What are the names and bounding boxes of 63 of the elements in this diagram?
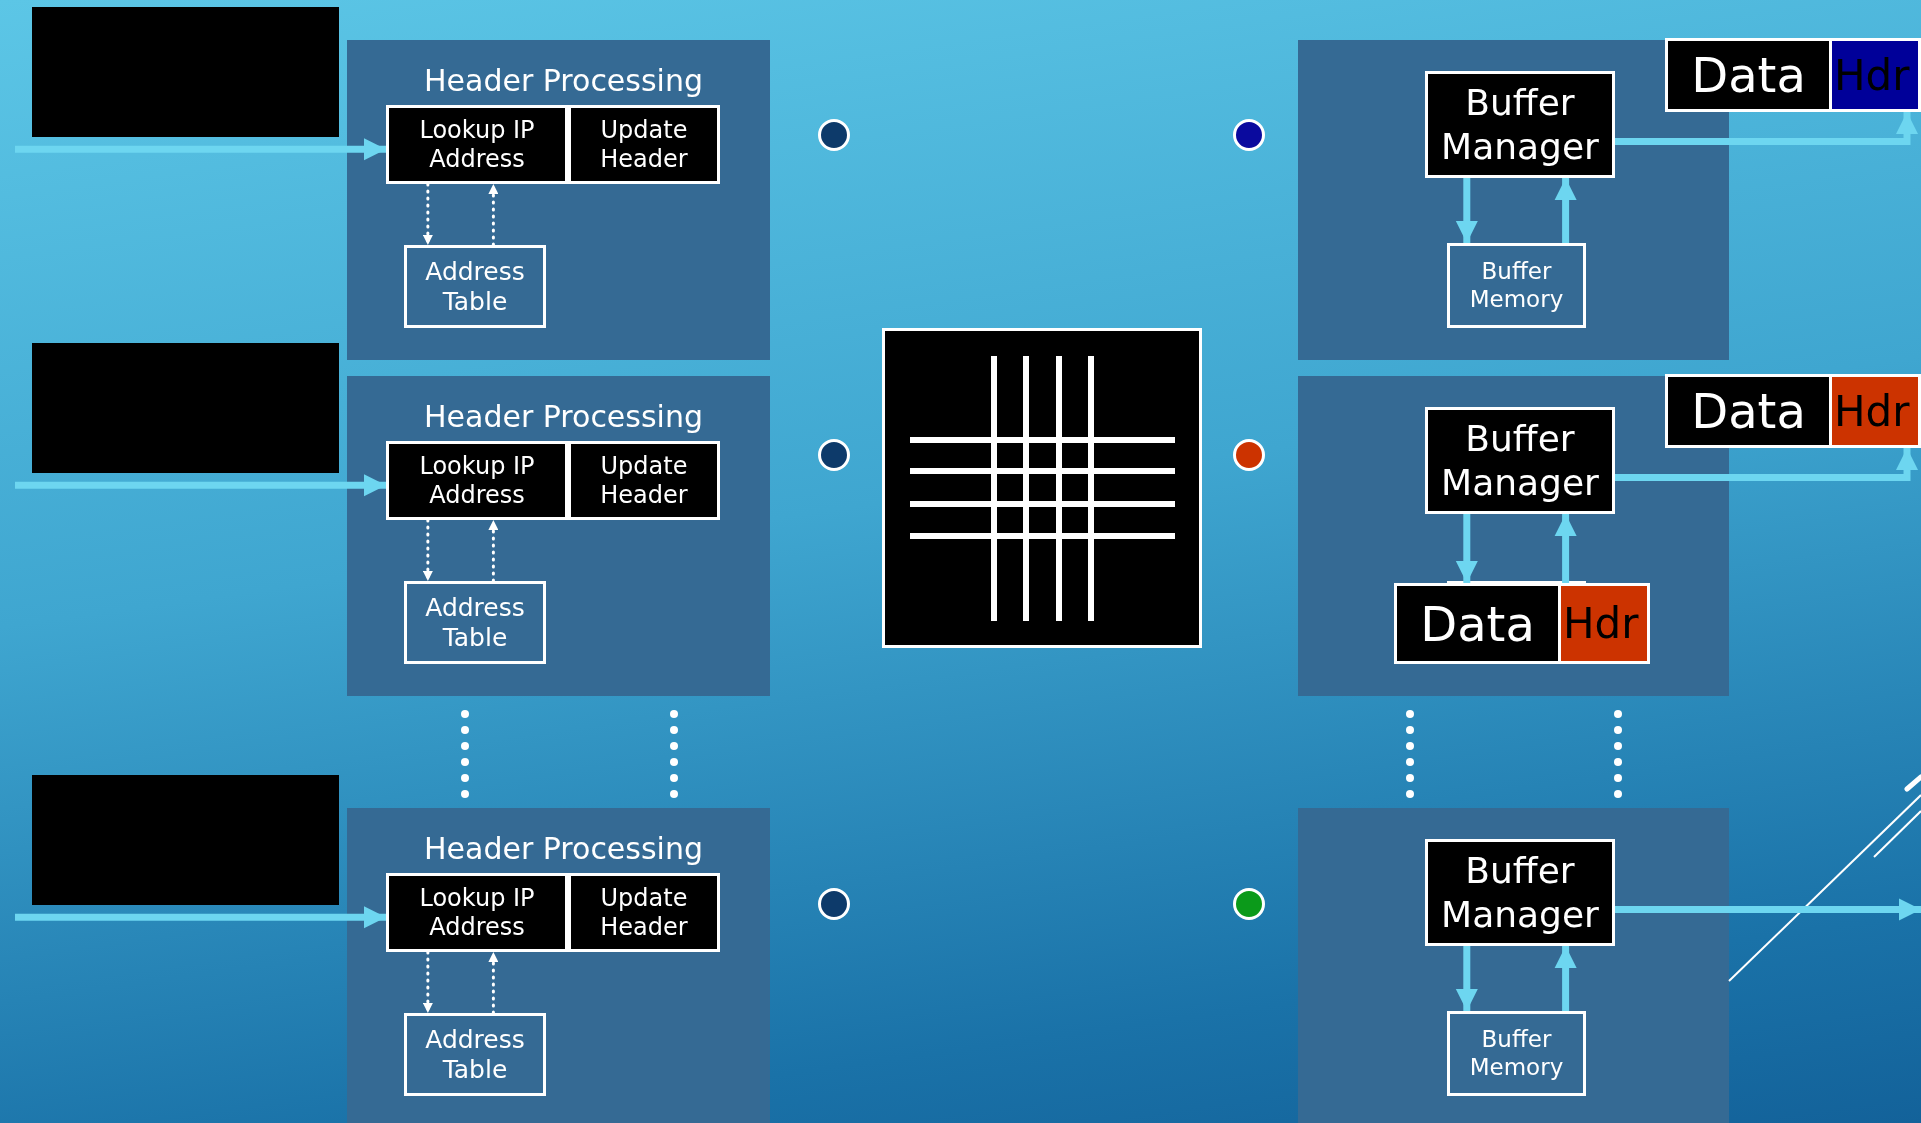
storage-box — [1447, 1011, 1586, 1096]
circle-marker — [1233, 119, 1265, 151]
packet-header-field: Hdr — [1561, 586, 1647, 661]
circle-marker — [1233, 439, 1265, 471]
panel-title: Header Processing — [423, 398, 704, 436]
dotted-arrow — [422, 518, 433, 583]
process-box — [568, 441, 720, 520]
module-panel — [347, 40, 770, 360]
process-box — [568, 105, 720, 184]
manager-box — [1425, 407, 1615, 514]
storage-box — [1447, 243, 1586, 328]
dotted-arrow — [422, 182, 433, 247]
box-label: Buffer Memory — [1468, 257, 1565, 314]
storage-box — [404, 1013, 546, 1096]
dotted-arrow — [422, 950, 433, 1015]
dotted-arrow — [488, 950, 499, 1015]
box-label: Buffer Manager — [1440, 849, 1600, 936]
box-label: Address Table — [424, 1024, 526, 1085]
circle-marker — [818, 439, 850, 471]
dotted-arrow — [488, 182, 499, 247]
circle-marker — [1233, 888, 1265, 920]
module-panel — [1298, 808, 1729, 1123]
arrow — [15, 138, 386, 161]
packet — [1665, 374, 1921, 448]
packet-header-field: Hdr — [1832, 41, 1918, 109]
packet — [1665, 38, 1921, 112]
box-label: Update Header — [599, 115, 689, 174]
packet-header-field: Hdr — [1832, 377, 1918, 445]
circle-marker — [818, 119, 850, 151]
box-label: Address Table — [424, 592, 526, 653]
process-box — [386, 105, 568, 184]
process-box — [568, 873, 720, 952]
arrow — [1455, 514, 1478, 583]
dotted-arrow — [488, 518, 499, 583]
box-label: Lookup IP Address — [418, 115, 536, 174]
box-label: Lookup IP Address — [418, 883, 536, 942]
packet — [1394, 583, 1650, 664]
packet-data-field: Data — [1668, 377, 1829, 445]
crossbar-switch — [882, 328, 1202, 648]
box-label: Lookup IP Address — [418, 451, 536, 510]
module-panel — [347, 376, 770, 696]
arrow — [1615, 898, 1921, 921]
storage-box — [404, 581, 546, 664]
arrow — [1615, 112, 1918, 146]
box-label: Update Header — [599, 883, 689, 942]
box-label: Buffer Manager — [1440, 81, 1600, 168]
process-box — [386, 873, 568, 952]
manager-box — [1425, 839, 1615, 946]
panel-title: Header Processing — [423, 62, 704, 100]
box-label: Buffer Memory — [1468, 1025, 1565, 1082]
panel-title: Header Processing — [423, 830, 704, 868]
box-label: Buffer Manager — [1440, 417, 1600, 504]
packet-data-field: Data — [1668, 41, 1829, 109]
process-box — [386, 441, 568, 520]
module-panel — [347, 808, 770, 1123]
packet-data-field: Data — [1397, 586, 1558, 661]
manager-box — [1425, 71, 1615, 178]
box-label: Address Table — [424, 256, 526, 317]
box-label: Update Header — [599, 451, 689, 510]
arrow — [1615, 448, 1918, 482]
storage-box — [404, 245, 546, 328]
arrow — [1554, 514, 1577, 583]
circle-marker — [818, 888, 850, 920]
